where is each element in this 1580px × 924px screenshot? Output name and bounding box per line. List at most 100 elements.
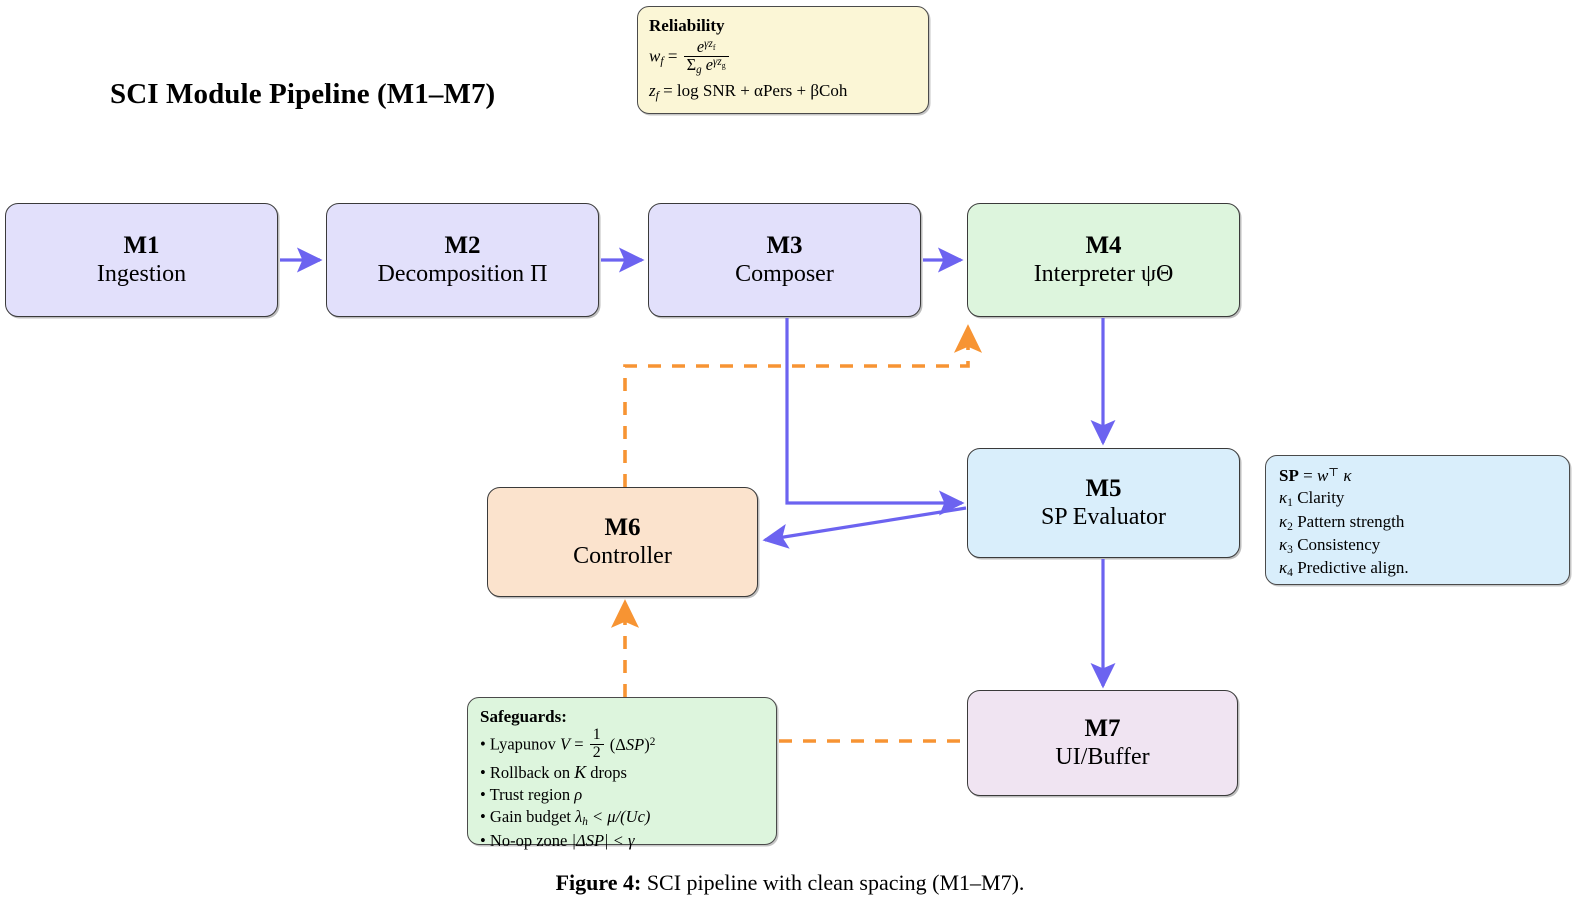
node-m7[interactable]: M7 UI/Buffer (967, 690, 1238, 796)
node-m3-label: Composer (735, 260, 834, 287)
safeguard-2-math: K (574, 762, 587, 783)
edge-m3-to-m5 (785, 318, 965, 516)
sigma-symbol: Σ (686, 55, 697, 75)
safeguard-1-math: V (560, 734, 571, 754)
numerator-e: e (696, 37, 705, 57)
kappa-2-index: 2 (1287, 519, 1293, 533)
denominator-e: e (705, 55, 714, 75)
safeguard-3-text: Trust region (489, 785, 571, 805)
node-m4-id: M4 (1085, 231, 1122, 259)
fraction-numerator: eγzf (683, 37, 729, 58)
caption-label: Figure 4: (555, 870, 642, 895)
node-m4[interactable]: M4 Interpreter ψΘ (967, 203, 1240, 317)
safeguard-2-text: Rollback on (489, 763, 571, 783)
sp-label: SP (1279, 466, 1299, 486)
safeguard-1-text: Lyapunov (489, 734, 556, 754)
node-m7-id: M7 (1084, 714, 1121, 742)
kappa-3-index: 3 (1287, 543, 1293, 557)
figure-caption: Figure 4: SCI pipeline with clean spacin… (0, 870, 1580, 896)
bullet-icon: • (480, 806, 486, 826)
kappa-3-text: Consistency (1297, 534, 1381, 554)
reliability-fraction: eγzf Σg eγzg (683, 37, 729, 77)
denominator-exponent: γz (713, 56, 722, 69)
z-symbol: z (649, 80, 656, 100)
figure-title: SCI Module Pipeline (M1–M7) (110, 78, 496, 110)
kappa-3-symbol: κ (1279, 534, 1288, 554)
node-m5-id: M5 (1085, 474, 1122, 502)
safeguard-4-math: λh < μ/(Uc) (575, 806, 651, 828)
kappa-4-symbol: κ (1279, 558, 1288, 578)
node-m5[interactable]: M5 SP Evaluator (967, 448, 1240, 558)
numerator-exponent: γz (704, 38, 713, 51)
sp-legend-item: κ1 Clarity (1279, 487, 1556, 510)
bullet-icon: • (480, 763, 486, 783)
node-m6-id: M6 (604, 513, 641, 541)
safeguards-title: Safeguards: (480, 707, 567, 726)
node-m7-label: UI/Buffer (1055, 743, 1150, 770)
equals-sign: = (667, 46, 678, 66)
numerator-exponent-sub: f (712, 43, 716, 53)
caption-text: SCI pipeline with clean spacing (M1–M7). (646, 870, 1025, 895)
reliability-title: Reliability (649, 16, 725, 35)
reliability-formula-1: wf = eγzf Σg eγzg (649, 37, 917, 77)
safeguard-1-expr: (ΔSP)2 (609, 734, 656, 754)
sp-legend-header: SP = w⊤ κ (1279, 465, 1556, 487)
node-m4-label: Interpreter ψΘ (1033, 260, 1174, 287)
w-subscript: f (660, 54, 664, 68)
safeguard-5-text: No-op zone (489, 830, 568, 850)
kappa-2-symbol: κ (1279, 511, 1288, 531)
kappa-1-index: 1 (1287, 496, 1293, 510)
reliability-callout: Reliability wf = eγzf Σg eγzg zf = log S… (637, 6, 929, 114)
node-m5-label: SP Evaluator (1040, 503, 1167, 530)
sp-legend-item: κ4 Predictive align. (1279, 557, 1556, 580)
node-m1-label: Ingestion (96, 260, 187, 287)
sp-kappa: κ (1343, 466, 1352, 486)
safeguard-1-eq: = (574, 734, 584, 754)
sp-legend-item: κ3 Consistency (1279, 534, 1556, 557)
edge-m6-to-m4-feedback (623, 324, 983, 487)
safeguard-item: • Trust region ρ (480, 784, 764, 805)
sigma-subscript: g (696, 64, 702, 77)
safeguard-4-text: Gain budget (489, 806, 572, 826)
safeguard-2-tail: drops (590, 763, 627, 783)
reliability-formula-2: zf = log SNR + αPers + βCoh (649, 80, 917, 103)
node-m2-id: M2 (444, 231, 481, 259)
node-m1[interactable]: M1 Ingestion (5, 203, 278, 317)
safeguard-3-math: ρ (574, 785, 583, 805)
safeguard-5-math: |ΔSP| < γ (571, 830, 635, 850)
sp-equals: = (1303, 466, 1313, 486)
bullet-icon: • (480, 734, 486, 754)
denominator-exponent-sub: g (721, 61, 726, 71)
safeguard-item: • Gain budget λh < μ/(Uc) (480, 806, 764, 830)
safeguard-item: • No-op zone |ΔSP| < γ (480, 830, 764, 851)
sp-w: w (1316, 466, 1329, 486)
bullet-icon: • (480, 785, 486, 805)
sp-legend-item: κ2 Pattern strength (1279, 511, 1556, 534)
kappa-4-index: 4 (1287, 566, 1293, 580)
sp-legend-callout: SP = w⊤ κ κ1 Clarity κ2 Pattern strength… (1265, 455, 1570, 585)
node-m6[interactable]: M6 Controller (487, 487, 758, 597)
safeguard-item: • Lyapunov V = 1 2 (ΔSP)2 (480, 726, 764, 761)
node-m1-id: M1 (123, 231, 160, 259)
safeguard-item: • Rollback on K drops (480, 761, 764, 784)
node-m6-label: Controller (573, 542, 672, 569)
fraction-denominator: Σg eγzg (684, 55, 729, 77)
safeguards-callout: Safeguards: • Lyapunov V = 1 2 (ΔSP)2 • … (467, 697, 777, 850)
bullet-icon: • (480, 830, 486, 850)
kappa-4-text: Predictive align. (1297, 558, 1409, 578)
node-m2[interactable]: M2 Decomposition Π (326, 203, 599, 317)
w-symbol: w (649, 46, 661, 66)
node-m3[interactable]: M3 Composer (648, 203, 921, 317)
sp-transpose: ⊤ (1328, 466, 1340, 479)
z-rhs: = log SNR + αPers + βCoh (663, 80, 848, 100)
edge-m5-to-m6 (762, 506, 967, 549)
one-half-fraction: 1 2 (589, 726, 604, 761)
one-half-numerator: 1 (589, 726, 604, 745)
kappa-1-text: Clarity (1297, 488, 1345, 508)
kappa-1-symbol: κ (1279, 488, 1288, 508)
node-m3-id: M3 (766, 231, 803, 259)
node-m2-label: Decomposition Π (377, 260, 548, 287)
z-subscript: f (655, 89, 659, 103)
kappa-2-text: Pattern strength (1297, 511, 1405, 531)
